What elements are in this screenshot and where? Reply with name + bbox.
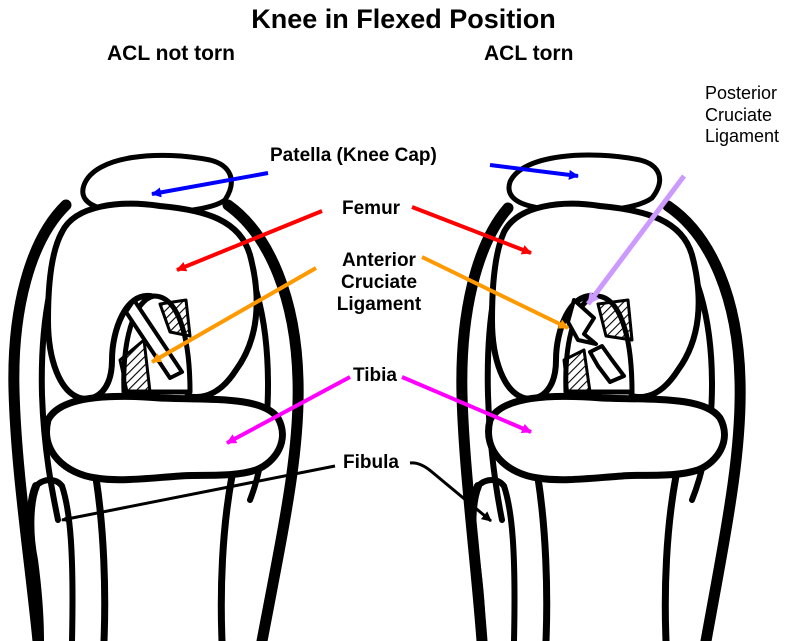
label-patella: Patella (Knee Cap) xyxy=(270,145,437,167)
label-acl: Anterior Cruciate Ligament xyxy=(324,250,434,316)
label-acl-line-2: Cruciate xyxy=(324,272,434,294)
label-pcl-line-2: Cruciate xyxy=(705,105,779,127)
diagram-title: Knee in Flexed Position xyxy=(0,4,807,35)
label-pcl-line-3: Ligament xyxy=(705,126,779,148)
label-femur: Femur xyxy=(342,198,400,220)
label-pcl: Posterior Cruciate Ligament xyxy=(705,83,779,148)
label-fibula: Fibula xyxy=(343,452,399,474)
label-acl-line-1: Anterior xyxy=(324,250,434,272)
right-knee xyxy=(462,155,740,641)
label-tibia: Tibia xyxy=(353,365,397,387)
label-acl-line-3: Ligament xyxy=(324,294,434,316)
label-pcl-line-1: Posterior xyxy=(705,83,779,105)
panel-label-right: ACL torn xyxy=(484,42,573,66)
left-knee xyxy=(14,155,298,641)
panel-label-left: ACL not torn xyxy=(107,42,235,66)
